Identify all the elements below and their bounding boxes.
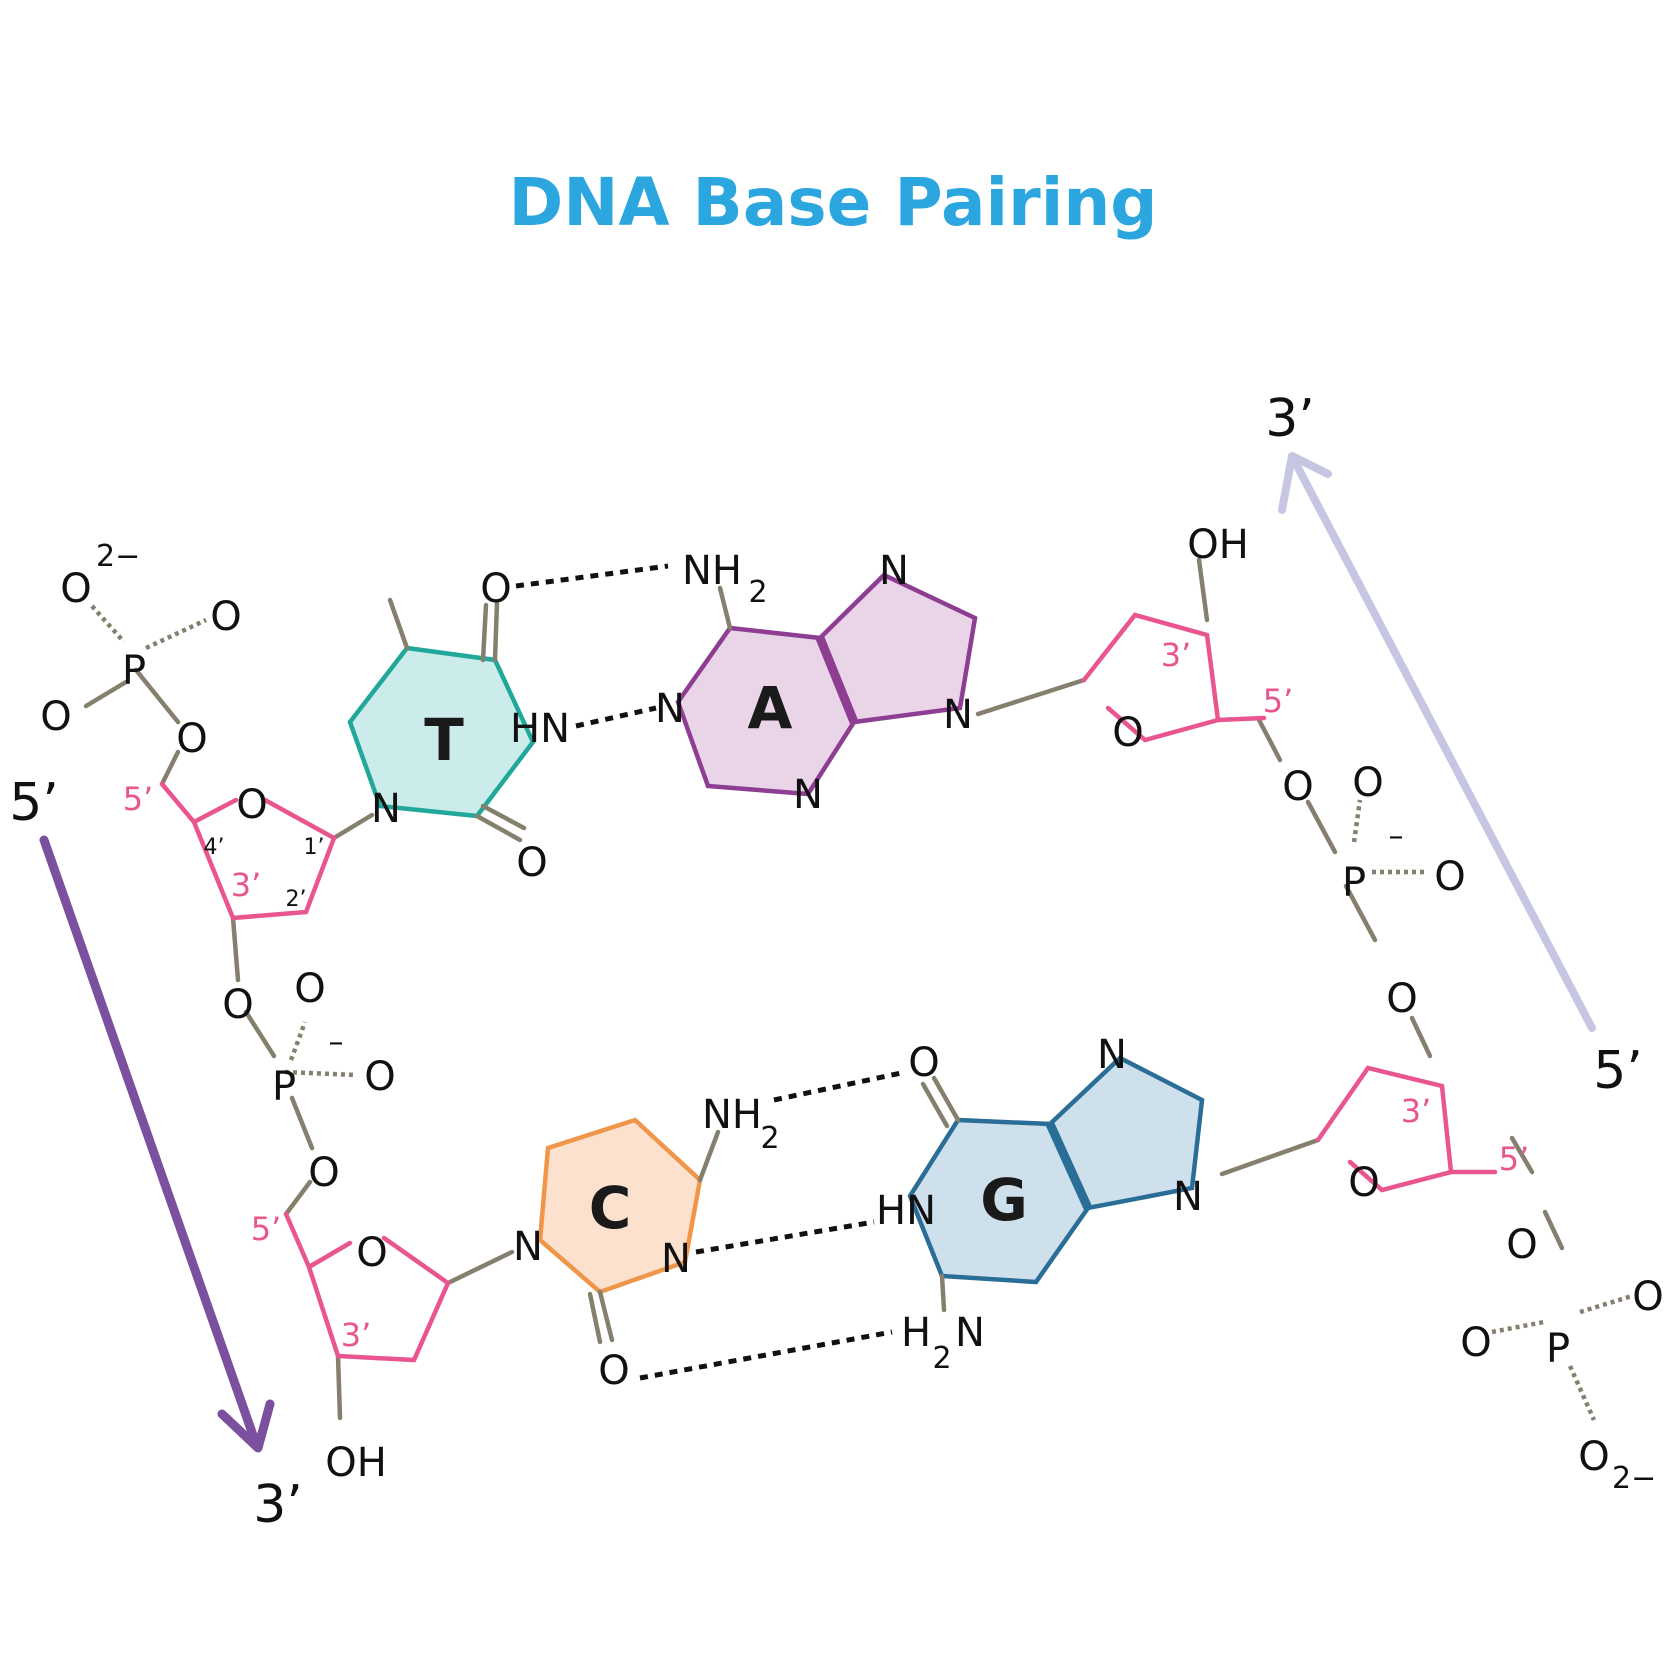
left-strand-arrow — [39, 835, 275, 1453]
carbon-label-1-tl: 1’ — [304, 835, 325, 860]
carbon-label-3-tl: 3’ — [231, 866, 262, 904]
atom-n-cytosine-glycosidic: N — [513, 1224, 543, 1270]
atom-oh-left-bottom: OH — [325, 1440, 387, 1486]
atom-n-adenine-1: N — [655, 686, 685, 732]
charge-phosphate-tl: 2− — [96, 539, 140, 574]
atom-o-phosphate-rm-2: O — [1434, 854, 1465, 900]
atom-hn-guanine: HN — [876, 1188, 936, 1234]
hydrogen-bonds — [515, 563, 907, 1381]
sugar-ring-right-top — [1081, 612, 1267, 743]
atom-o-sugar-tr: O — [1112, 710, 1143, 756]
atom-n-adenine-3: N — [793, 772, 823, 818]
atom-p-phosphate-lm: P — [272, 1064, 296, 1110]
cytosine-label: C — [589, 1174, 632, 1242]
atom-n-guanine-7: N — [1097, 1032, 1127, 1078]
atom-o-backbone-r3: O — [1506, 1222, 1537, 1268]
cytosine-base: C — [537, 1117, 721, 1345]
sugar-ring-left-top — [159, 781, 337, 921]
sugar-ring-left-bottom — [283, 1211, 451, 1363]
sugar-ring-right-bottom — [1315, 1065, 1498, 1193]
atom-n-thymine-glycosidic: N — [371, 786, 401, 832]
hbond-nh2-o-bottom — [773, 1069, 907, 1103]
atom-o-phosphate-tl-1: O — [60, 566, 91, 612]
guanine-label: G — [980, 1166, 1028, 1234]
atom-o-phosphate-br-2: O — [1460, 1320, 1491, 1366]
thymine-base: T — [347, 597, 536, 843]
subscript-h2n-guanine: 2 — [932, 1341, 951, 1376]
adenine-base: A — [675, 572, 978, 797]
atom-nh-adenine: NH — [682, 548, 742, 594]
left-phosphate-dashed-bonds — [90, 604, 357, 1078]
label-5prime-left: 5’ — [9, 773, 59, 833]
carbon-label-5-tr: 5’ — [1263, 682, 1294, 720]
left-backbone-bonds — [83, 667, 515, 1421]
atom-h-guanine-amine: H — [901, 1310, 931, 1356]
atom-o-thymine-top: O — [480, 566, 511, 612]
minus-phosphate-lm: – — [329, 1025, 344, 1060]
atom-o-thymine-bottom: O — [516, 840, 547, 886]
atom-o-backbone-r2: O — [1386, 976, 1417, 1022]
atom-n-guanine-amine: N — [955, 1310, 985, 1356]
carbon-label-3-tr: 3’ — [1161, 636, 1192, 674]
carbon-label-5-tl: 5’ — [123, 780, 154, 818]
atom-p-phosphate-rm: P — [1342, 860, 1366, 906]
atom-n-guanine-9: N — [1173, 1174, 1203, 1220]
label-5prime-right: 5’ — [1593, 1041, 1643, 1101]
atom-o-phosphate-tl-4: O — [176, 716, 207, 762]
adenine-label: A — [748, 674, 793, 742]
atom-o-phosphate-br-3: O — [1578, 1434, 1609, 1480]
charge-phosphate-br: 2− — [1612, 1461, 1656, 1496]
subscript-nh2-cytosine: 2 — [760, 1121, 779, 1156]
atom-p-phosphate-tl: P — [122, 648, 146, 694]
atom-o-backbone-l2: O — [308, 1150, 339, 1196]
atom-nh-cytosine: NH — [702, 1092, 762, 1138]
atom-hn-thymine: HN — [510, 706, 570, 752]
hbond-n-hn-bottom — [695, 1219, 875, 1255]
diagram-title: DNA Base Pairing — [508, 164, 1157, 241]
atom-oh-right-top: OH — [1187, 522, 1249, 568]
hbond-o-h2n-bottom — [639, 1329, 893, 1381]
atom-o-phosphate-lm-2: O — [364, 1054, 395, 1100]
atom-o-phosphate-rm-1: O — [1352, 760, 1383, 806]
guanine-base: G — [907, 1055, 1205, 1313]
atom-o-phosphate-tl-2: O — [210, 594, 241, 640]
thymine-label: T — [424, 706, 464, 774]
atom-n-adenine-9: N — [943, 692, 973, 738]
minus-phosphate-rm: – — [1389, 819, 1404, 854]
hbond-hn-n-top — [575, 705, 657, 729]
carbon-label-3-bl: 3’ — [341, 1316, 372, 1354]
atom-o-phosphate-br-1: O — [1632, 1274, 1663, 1320]
atom-o-sugar-br: O — [1348, 1160, 1379, 1206]
atom-o-phosphate-lm-1: O — [294, 966, 325, 1012]
carbon-label-3-br: 3’ — [1401, 1092, 1432, 1130]
atom-o-sugar-bl: O — [356, 1230, 387, 1276]
atom-n-adenine-7: N — [879, 548, 909, 594]
right-backbone-bonds — [975, 557, 1565, 1251]
carbon-label-5-br: 5’ — [1499, 1140, 1530, 1178]
right-strand-arrow — [1278, 452, 1596, 1032]
atom-o-guanine: O — [908, 1040, 939, 1086]
carbon-label-5-bl: 5’ — [251, 1210, 282, 1248]
label-3prime-right: 3’ — [1265, 389, 1315, 449]
atom-o-backbone-r1: O — [1282, 764, 1313, 810]
subscript-nh2-adenine: 2 — [748, 575, 767, 610]
atom-o-phosphate-tl-3: O — [40, 694, 71, 740]
carbon-label-2-tl: 2’ — [286, 887, 307, 912]
atom-o-cytosine: O — [598, 1348, 629, 1394]
label-3prime-left: 3’ — [253, 1475, 303, 1535]
atom-o-sugar-tl: O — [236, 782, 267, 828]
hbond-o-nh2-top — [515, 563, 669, 589]
carbon-label-4-tl: 4’ — [204, 835, 225, 860]
atom-n-cytosine-3: N — [661, 1236, 691, 1282]
atom-p-phosphate-br: P — [1546, 1326, 1570, 1372]
atom-o-backbone-l1: O — [222, 982, 253, 1028]
right-phosphate-dashed-bonds — [1351, 799, 1633, 1421]
